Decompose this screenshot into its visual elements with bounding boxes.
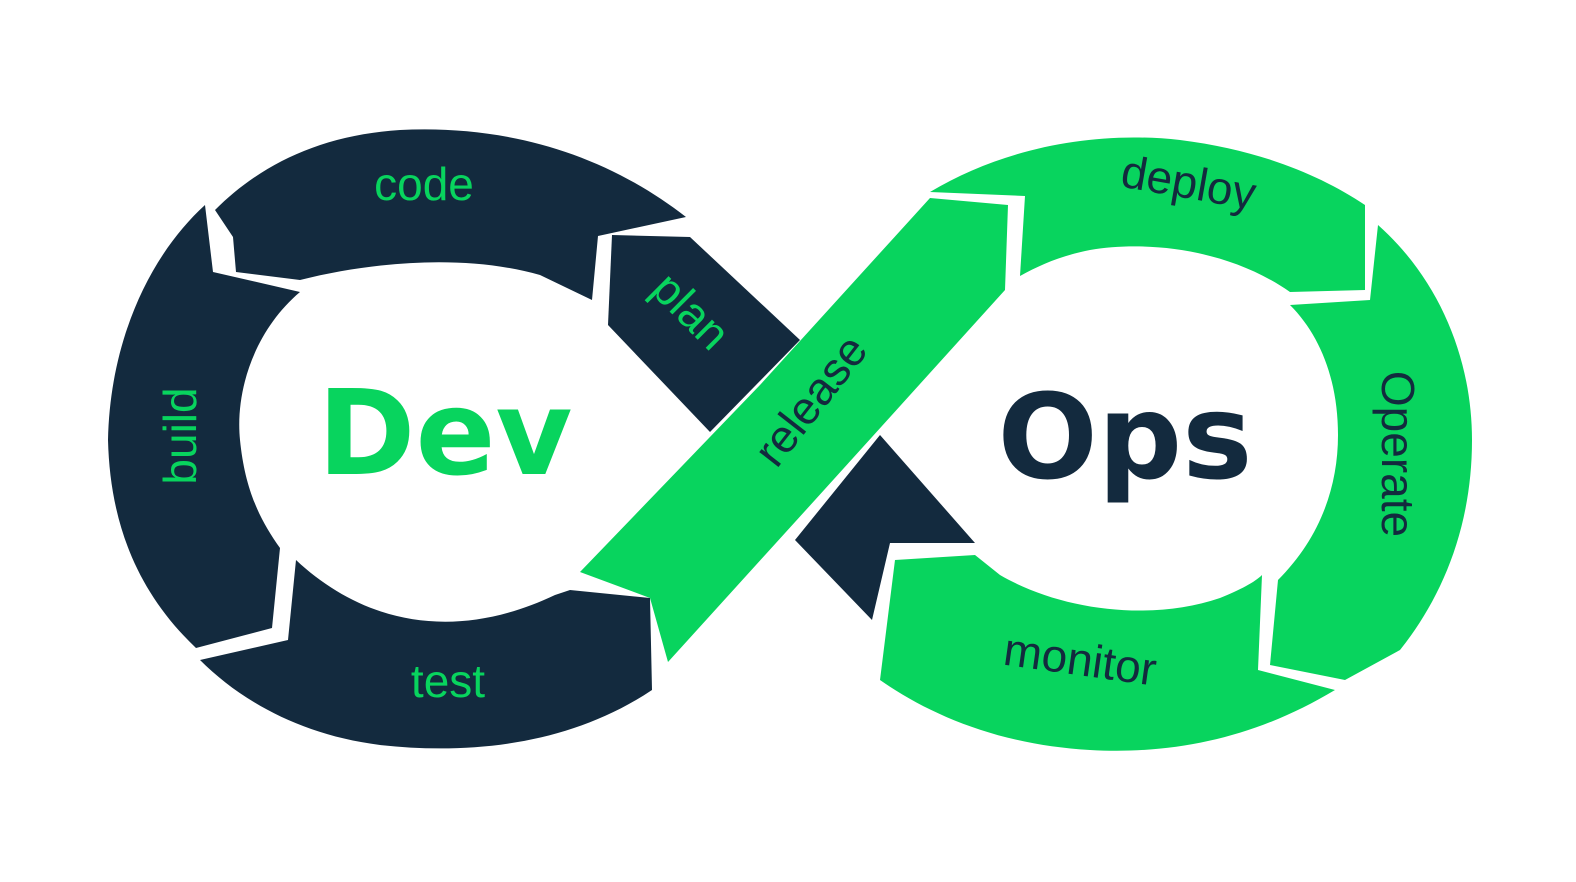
- segment-code: [215, 129, 686, 300]
- stage-build-label: build: [154, 387, 206, 484]
- segment-operate: [1270, 225, 1472, 680]
- segment-release: [580, 198, 1008, 662]
- stage-operate-label: Operate: [1372, 371, 1424, 537]
- segment-deploy: [930, 137, 1365, 292]
- ops-label: Ops: [997, 368, 1252, 506]
- segment-dark-cross: [795, 435, 975, 620]
- stage-test-label: test: [411, 655, 485, 707]
- segment-test: [200, 560, 652, 749]
- segment-monitor: [880, 555, 1335, 751]
- segment-plan: [608, 235, 800, 432]
- dev-label: Dev: [318, 364, 573, 502]
- stage-code-label: code: [374, 158, 474, 210]
- segment-build: [108, 205, 300, 648]
